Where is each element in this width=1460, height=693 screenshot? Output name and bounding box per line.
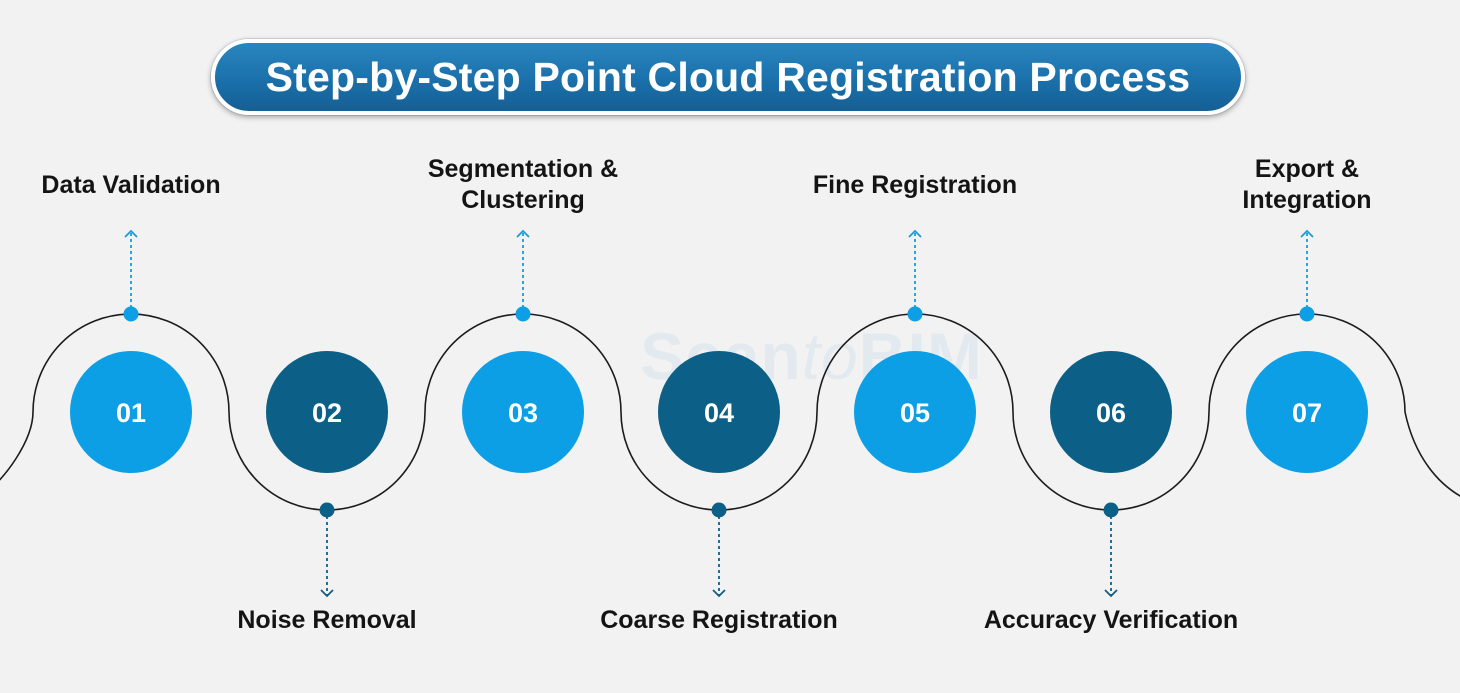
connector-dot	[123, 306, 139, 322]
connector-dot	[515, 306, 531, 322]
step-circle-07: 07	[1246, 351, 1368, 473]
step-number: 03	[508, 398, 538, 428]
step-connector-05	[907, 229, 923, 322]
step-label-02: Noise Removal	[167, 605, 487, 636]
step-number: 01	[116, 398, 146, 428]
step-circle-01: 01	[70, 351, 192, 473]
step-connector-07	[1299, 229, 1315, 322]
arrow-up-icon	[516, 229, 530, 238]
step-label-line: Integration	[1242, 186, 1372, 214]
step-label-04: Coarse Registration	[559, 605, 879, 636]
connector-dot	[711, 502, 727, 518]
connector-dot	[1103, 502, 1119, 518]
connector-dot	[907, 306, 923, 322]
connector-dot	[1299, 306, 1315, 322]
title-banner: Step-by-Step Point Cloud Registration Pr…	[211, 39, 1245, 115]
connectors-group	[123, 229, 1315, 598]
step-circle-shape	[854, 351, 976, 473]
step-label-01: Data Validation	[0, 170, 291, 201]
step-circle-shape	[658, 351, 780, 473]
arrow-down-icon	[320, 589, 334, 598]
step-label-07: Export & Integration	[1147, 154, 1460, 216]
watermark-part2: to	[801, 319, 859, 393]
step-connector-04	[711, 502, 727, 598]
arrow-up-icon	[124, 229, 138, 238]
step-connector-01	[123, 229, 139, 322]
step-number: 05	[900, 398, 930, 428]
step-label-line: Noise Removal	[237, 606, 417, 634]
step-label-line: Accuracy Verification	[983, 606, 1239, 634]
step-connector-03	[515, 229, 531, 322]
step-connector-02	[319, 502, 335, 598]
connector-dot	[319, 502, 335, 518]
step-circle-shape	[70, 351, 192, 473]
arrow-up-icon	[908, 229, 922, 238]
step-label-line: Segmentation &	[427, 155, 619, 183]
step-circle-shape	[1050, 351, 1172, 473]
step-connector-06	[1103, 502, 1119, 598]
step-circles-group: 01 02 03 04 05 06 07	[70, 351, 1368, 473]
page-title: Step-by-Step Point Cloud Registration Pr…	[265, 53, 1191, 100]
arrow-down-icon	[1104, 589, 1118, 598]
step-circle-shape	[1246, 351, 1368, 473]
step-circle-03: 03	[462, 351, 584, 473]
step-circle-06: 06	[1050, 351, 1172, 473]
step-number: 04	[704, 398, 734, 428]
step-label-06: Accuracy Verification	[951, 605, 1271, 636]
step-label-05: Fine Registration	[755, 170, 1075, 201]
step-circle-shape	[462, 351, 584, 473]
step-number: 06	[1096, 398, 1126, 428]
step-circle-02: 02	[266, 351, 388, 473]
step-circle-shape	[266, 351, 388, 473]
step-label-line: Data Validation	[41, 171, 221, 199]
step-number: 07	[1292, 398, 1322, 428]
step-label-line: Fine Registration	[812, 171, 1018, 199]
arrow-down-icon	[712, 589, 726, 598]
step-label-line: Export &	[1254, 155, 1360, 183]
step-label-line: Clustering	[461, 186, 585, 214]
step-label-line: Coarse Registration	[600, 606, 838, 634]
step-label-03: Segmentation & Clustering	[363, 154, 683, 216]
arrow-up-icon	[1300, 229, 1314, 238]
step-circle-04: 04	[658, 351, 780, 473]
step-circle-05: 05	[854, 351, 976, 473]
step-number: 02	[312, 398, 342, 428]
